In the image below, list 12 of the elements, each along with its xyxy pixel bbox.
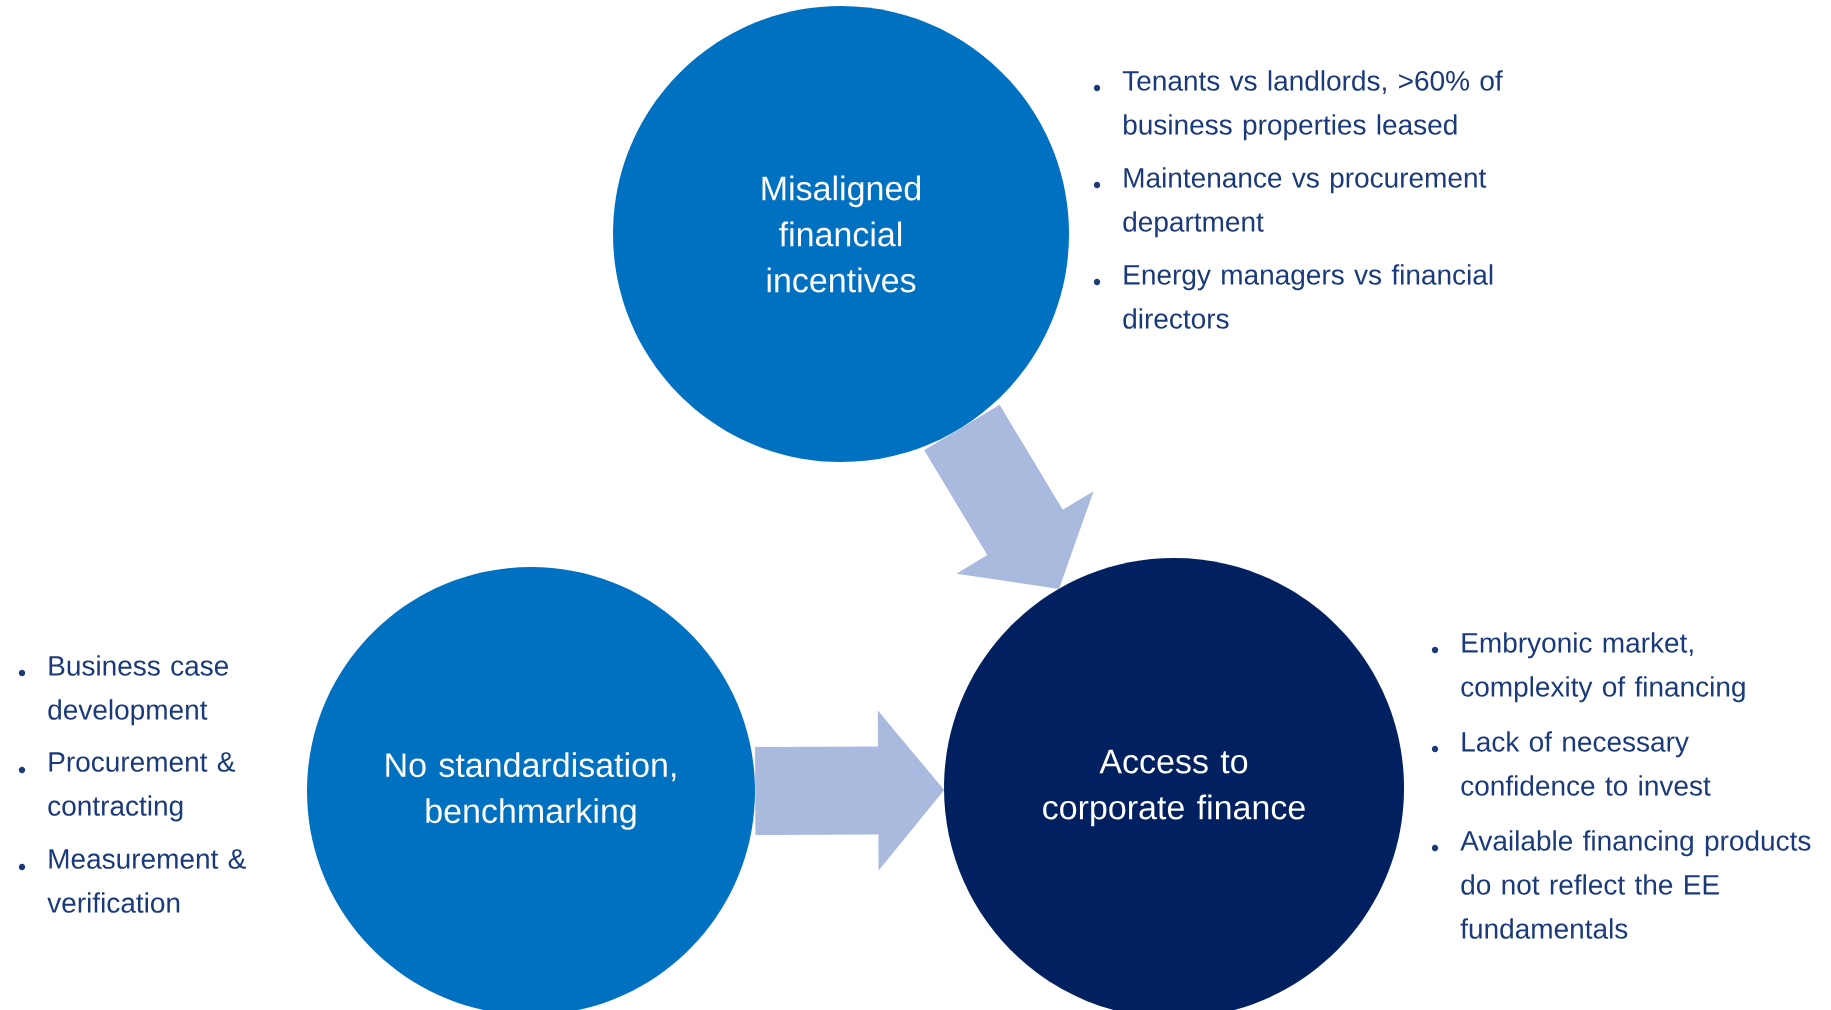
circle-node: Misaligned financial incentives xyxy=(613,6,1069,462)
block-arrow xyxy=(755,710,945,871)
bullet-item: Energy managers vs financial directors xyxy=(1093,264,1493,329)
bullet-item: Embryonic market, complexity of financing xyxy=(1431,632,1745,703)
bullet-item: Business case development xyxy=(18,655,228,726)
bullet-item: Available financing products do not reflect the EE fundamentals xyxy=(1431,830,1811,939)
bullet-item: Maintenance vs procurement department xyxy=(1093,167,1487,238)
bullet-item: Tenants vs landlords, >60% of business properties leased xyxy=(1093,70,1503,141)
bullet-item: Lack of necessary confidence to invest xyxy=(1431,731,1711,796)
bullet-item: Procurement & contracting xyxy=(18,752,236,822)
bullet-item: Measurement & verification xyxy=(18,849,246,913)
block-arrow xyxy=(924,404,1094,589)
